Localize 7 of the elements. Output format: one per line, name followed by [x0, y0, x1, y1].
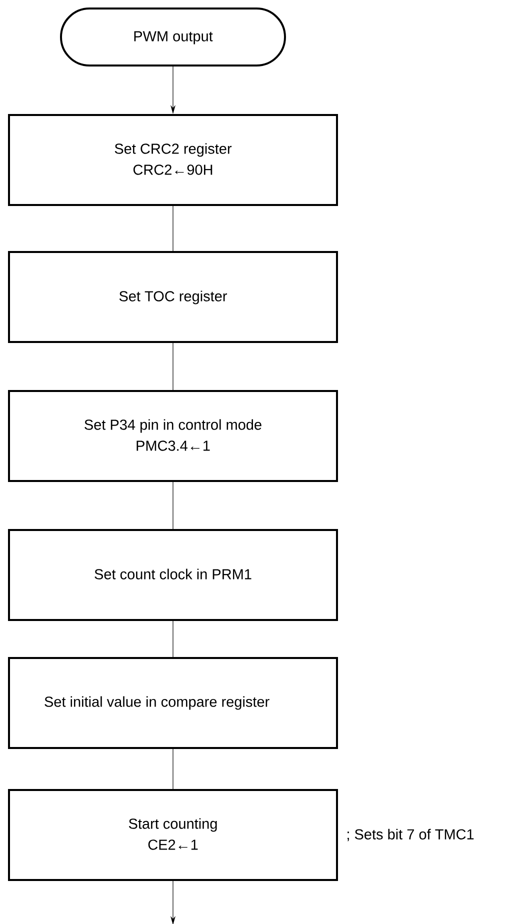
side-note: ; Sets bit 7 of TMC1	[348, 828, 474, 842]
process-box: Set initial value in compare register	[8, 657, 338, 749]
process-box: Start counting CE2←1	[8, 789, 338, 881]
process-box: Set TOC register	[8, 251, 338, 343]
process-box: Set P34 pin in control mode PMC3.4←1	[8, 390, 338, 482]
process-box: Set CRC2 register CRC2←90H	[8, 114, 338, 206]
process-box: Set count clock in PRM1	[8, 529, 338, 621]
